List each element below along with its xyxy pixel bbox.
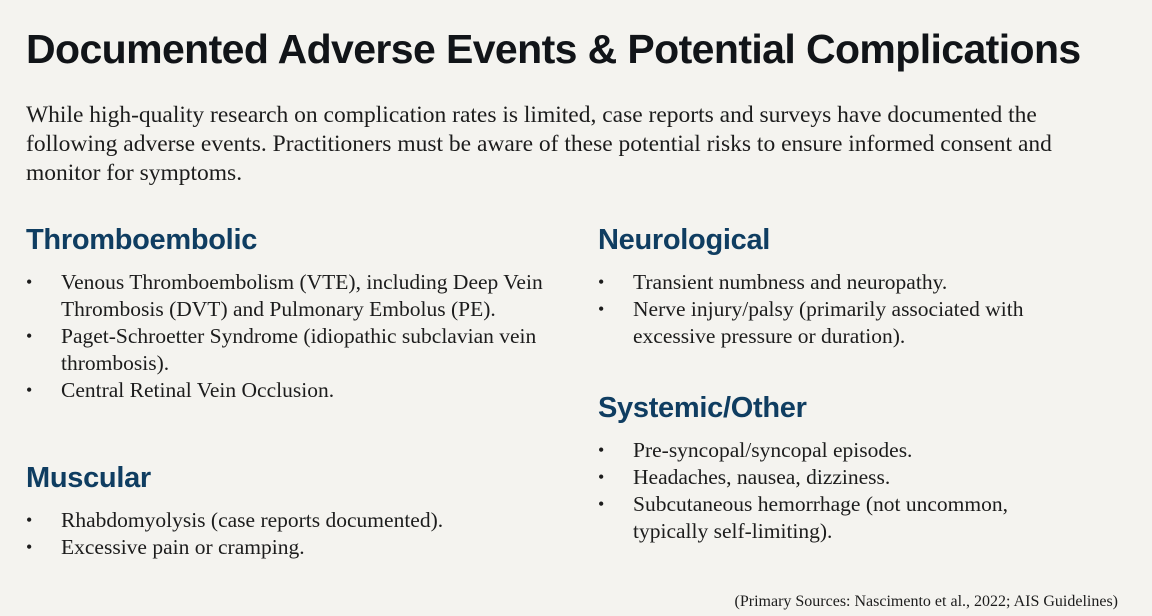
list-item: •Rhabdomyolysis (case reports documented…: [26, 508, 444, 532]
list-item: •Pre-syncopal/syncopal episodes.: [598, 438, 913, 462]
bullet-list: •Rhabdomyolysis (case reports documented…: [26, 507, 566, 561]
bullet-icon: •: [598, 467, 605, 487]
bullet-icon: •: [26, 537, 33, 557]
section-neurological: Neurological •Transient numbness and neu…: [598, 224, 1088, 350]
bullet-icon: •: [26, 510, 33, 530]
list-item: •Subcutaneous hemorrhage (not uncommon, …: [598, 492, 1008, 543]
bullet-icon: •: [26, 272, 33, 292]
sources-footnote: (Primary Sources: Nascimento et al., 202…: [734, 593, 1118, 610]
section-heading: Thromboembolic: [26, 224, 258, 256]
bullet-icon: •: [598, 299, 605, 319]
bullet-list: •Pre-syncopal/syncopal episodes. •Headac…: [598, 437, 1088, 545]
bullet-icon: •: [598, 440, 605, 460]
bullet-icon: •: [598, 272, 605, 292]
list-item: •Nerve injury/palsy (primarily associate…: [598, 297, 1024, 348]
page-title: Documented Adverse Events & Potential Co…: [26, 26, 1081, 72]
section-heading: Neurological: [598, 224, 771, 256]
intro-paragraph: While high-quality research on complicat…: [26, 102, 1052, 186]
bullet-list: •Venous Thromboembolism (VTE), including…: [26, 269, 566, 404]
bullet-list: •Transient numbness and neuropathy. •Ner…: [598, 269, 1088, 350]
section-heading: Systemic/Other: [598, 392, 807, 424]
section-systemic-other: Systemic/Other •Pre-syncopal/syncopal ep…: [598, 392, 1088, 545]
section-thromboembolic: Thromboembolic •Venous Thromboembolism (…: [26, 224, 566, 404]
list-item: •Headaches, nausea, dizziness.: [598, 465, 891, 489]
list-item: •Transient numbness and neuropathy.: [598, 270, 948, 294]
list-item: •Excessive pain or cramping.: [26, 535, 305, 559]
bullet-icon: •: [26, 380, 33, 400]
bullet-icon: •: [26, 326, 33, 346]
section-muscular: Muscular •Rhabdomyolysis (case reports d…: [26, 462, 566, 561]
list-item: •Paget-Schroetter Syndrome (idiopathic s…: [26, 324, 537, 375]
section-heading: Muscular: [26, 462, 151, 494]
bullet-icon: •: [598, 494, 605, 514]
list-item: •Central Retinal Vein Occlusion.: [26, 378, 335, 402]
list-item: •Venous Thromboembolism (VTE), including…: [26, 270, 543, 321]
